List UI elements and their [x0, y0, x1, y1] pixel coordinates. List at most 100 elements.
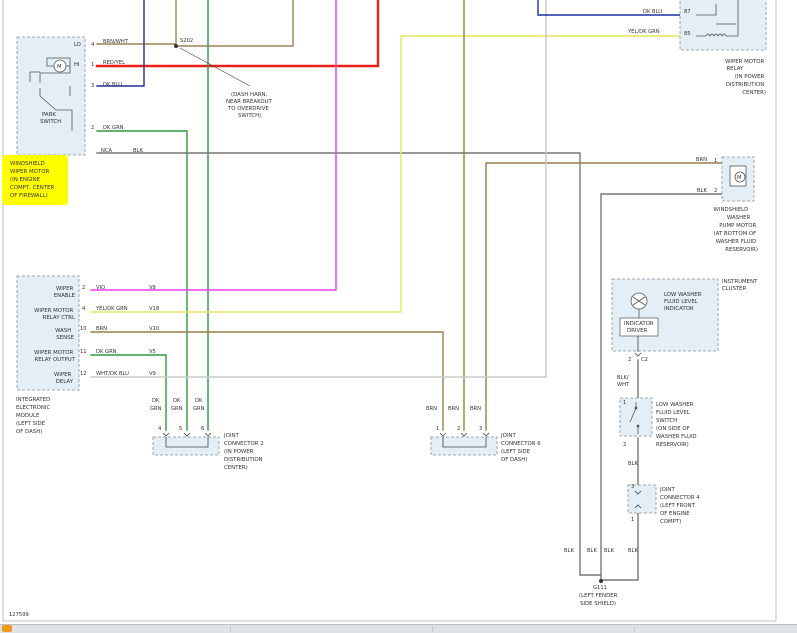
- wire-label-dk-blu: DK BLU: [103, 82, 122, 88]
- wire-label-blk-jc4: BLK: [628, 548, 638, 554]
- iem-row-relay-output: WIPER MOTOR RELAY OUTPUT: [34, 350, 76, 363]
- splice-s202-dot: [174, 44, 178, 48]
- washer-switch-pin-1: 1: [623, 400, 626, 406]
- motor-pin-2: 2: [91, 125, 94, 131]
- wiper-motor-symbol: [29, 57, 73, 131]
- wire-label-blk-nca: BLK: [133, 148, 143, 154]
- park-switch-label: PARK SWITCH: [40, 112, 61, 125]
- jc2-bus: [165, 437, 209, 448]
- wiper-motor-m: M: [57, 64, 61, 70]
- low-washer-indicator-label: LOW WASHER FLUID LEVEL INDICATOR: [664, 292, 703, 312]
- wiper-motor-box: [16, 36, 86, 156]
- iem-label: INTEGRATED ELECTRONIC MODULE (LEFT SIDE …: [16, 397, 52, 435]
- taskbar-segment[interactable]: [434, 626, 635, 632]
- jc2-terminals: [162, 432, 212, 437]
- iem-box: [16, 275, 80, 391]
- taskbar-segment[interactable]: [232, 626, 433, 632]
- wire-brn-v10: [90, 331, 444, 431]
- wire-brn-wht: [96, 0, 294, 47]
- wire-wht-dk-blu: [90, 0, 547, 378]
- circuit-v9: V9: [149, 371, 156, 377]
- washer-pump-m: M: [737, 175, 741, 181]
- motor-hi-code: HI: [74, 62, 80, 68]
- jc4-box: [627, 484, 657, 514]
- iem-row-relay-ctrl: WIPER MOTOR RELAY CTRL: [34, 308, 75, 321]
- indicator-driver-box: [619, 317, 659, 337]
- jc2-pin-6: 6: [201, 426, 204, 432]
- wire-label-dk-grn-iem: DK GRN: [96, 349, 117, 355]
- wire-yel-dk-grn: [90, 35, 681, 313]
- wire-blk-pump: [600, 193, 723, 576]
- ground-wire-label-2: BLK: [587, 548, 597, 554]
- jc4-label: JOINT CONNECTOR 4 (LEFT FRONT OF ENGINE …: [659, 487, 701, 525]
- wire-red-yel: [95, 0, 380, 68]
- motor-pin-3: 3: [91, 83, 94, 89]
- motor-lo-code: LO: [74, 42, 81, 48]
- circuit-v10: V10: [149, 326, 159, 332]
- jc6-pin-3: 3: [479, 426, 482, 432]
- low-washer-indicator-lamp: [630, 292, 648, 318]
- diagram-frame: [2, 0, 777, 622]
- wire-label-dk-grn-motor: DK GRN: [103, 125, 124, 131]
- jc2-pin-5: 5: [179, 426, 182, 432]
- wire-dk-grn-v5: [90, 354, 167, 431]
- wire-label-brn-iem: BRN: [96, 326, 107, 332]
- indicator-driver-label: INDICATOR DRIVER: [624, 321, 655, 334]
- relay-pin-87: 87: [684, 9, 691, 15]
- pump-pin-1: 1: [714, 158, 717, 164]
- jc4-pin-3: 3: [631, 484, 634, 490]
- cluster-connector-c2: C2: [641, 357, 648, 363]
- jc2-label: JOINT CONNECTOR 2 (IN POWER DISTRIBUTION…: [223, 433, 265, 471]
- jc6-label: JOINT CONNECTOR 6 (LEFT SIDE OF DASH): [500, 433, 542, 463]
- jc6-wire-label-2: BRN: [448, 406, 459, 412]
- ground-id: G111: [593, 585, 607, 591]
- wire-label-yel-iem: YEL/DK GRN: [95, 306, 128, 312]
- iem-row-wash-sense: WASH SENSE: [55, 328, 75, 341]
- iem-pin-4: 4: [82, 306, 86, 312]
- washer-switch-label: LOW WASHER FLUID LEVEL SWITCH (ON SIDE O…: [656, 402, 698, 448]
- taskbar-segment[interactable]: [40, 626, 231, 632]
- instrument-cluster-box: [611, 278, 719, 352]
- jc6-pin-2: 2: [457, 426, 460, 432]
- circuit-v8: V8: [149, 285, 156, 291]
- wire-label-blk-switch: BLK: [628, 461, 638, 467]
- cluster-pin-2: 2: [628, 357, 631, 363]
- wire-label-dk-blu-relay: DK BLU: [643, 9, 662, 15]
- wire-label-brn-wht: BRN/WHT: [103, 39, 129, 45]
- washer-pump-label: WINDSHIELD WASHER PUMP MOTOR (AT BOTTOM …: [714, 207, 758, 253]
- iem-pin-12: 12: [80, 371, 87, 377]
- start-icon[interactable]: [2, 625, 12, 632]
- wiper-relay-label: WIPER MOTOR RELAY (IN POWER DISTRIBUTION…: [725, 59, 766, 96]
- wire-label-yel-relay: YEL/DK GRN: [627, 29, 660, 35]
- wire-label-red-yel: RED/YEL: [103, 60, 125, 66]
- taskbar: [0, 624, 797, 633]
- instrument-cluster-label: INSTRUMENT CLUSTER: [722, 279, 759, 292]
- wire-blk-nca: [96, 152, 581, 576]
- splice-s202-label: (DASH HARN, NEAR BREAKOUT TO OVERDRIVE S…: [226, 92, 274, 119]
- wire-vio: [90, 0, 337, 291]
- jc2-pin-4: 4: [158, 426, 162, 432]
- wire-label-wht-dk-blu: WHT/DK BLU: [96, 371, 129, 377]
- wire-dk-blu-motor: [96, 0, 145, 87]
- jc4-pin-1: 1: [631, 517, 634, 523]
- wiper-relay-symbol: [696, 0, 739, 37]
- circuit-v5: V5: [149, 349, 156, 355]
- wire-label-blk-pump: BLK: [697, 188, 707, 194]
- jc6-terminals: [439, 432, 490, 437]
- jc6-box: [430, 436, 498, 456]
- washer-switch-pin-2: 2: [623, 442, 626, 448]
- jc6-wire-label-3: BRN: [470, 406, 481, 412]
- washer-switch-symbol: [629, 402, 640, 434]
- wire-label-brn-pump: BRN: [696, 157, 707, 163]
- iem-pin-11: 11: [80, 349, 87, 355]
- ground-wire-label-3: BLK: [604, 548, 614, 554]
- iem-row-wiper-delay: WIPER DELAY: [54, 372, 74, 385]
- wiper-motor-highlight: [2, 155, 68, 205]
- motor-pin-1: 1: [91, 62, 94, 68]
- jc6-wire-label-1: BRN: [426, 406, 437, 412]
- relay-pin-85: 85: [684, 31, 691, 37]
